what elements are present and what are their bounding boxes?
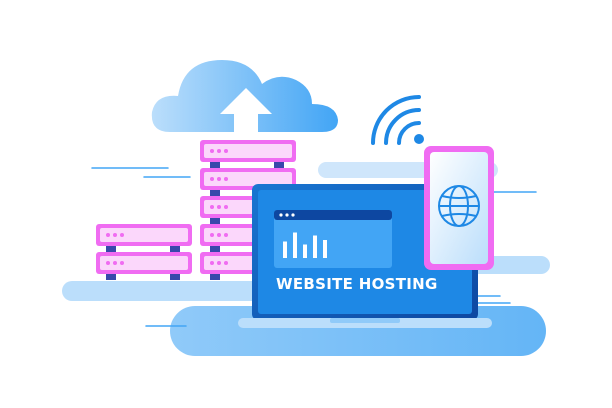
server-unit	[96, 252, 192, 274]
globe-icon	[438, 185, 480, 227]
bar-chart	[283, 232, 327, 258]
website-hosting-label: WEBSITE HOSTING	[276, 275, 438, 293]
smartphone	[424, 146, 494, 270]
chart-bar	[323, 240, 327, 258]
cloud-upload-icon	[151, 60, 338, 134]
laptop: WEBSITE HOSTING	[238, 184, 492, 328]
chart-bar	[293, 232, 297, 258]
server-unit	[96, 224, 192, 246]
chart-bar	[313, 235, 317, 258]
chart-bar	[283, 241, 287, 258]
server-stack-left	[96, 224, 192, 280]
wifi-icon	[371, 95, 424, 145]
browser-window	[274, 210, 392, 268]
server-unit	[200, 140, 296, 162]
chart-bar	[303, 244, 307, 258]
